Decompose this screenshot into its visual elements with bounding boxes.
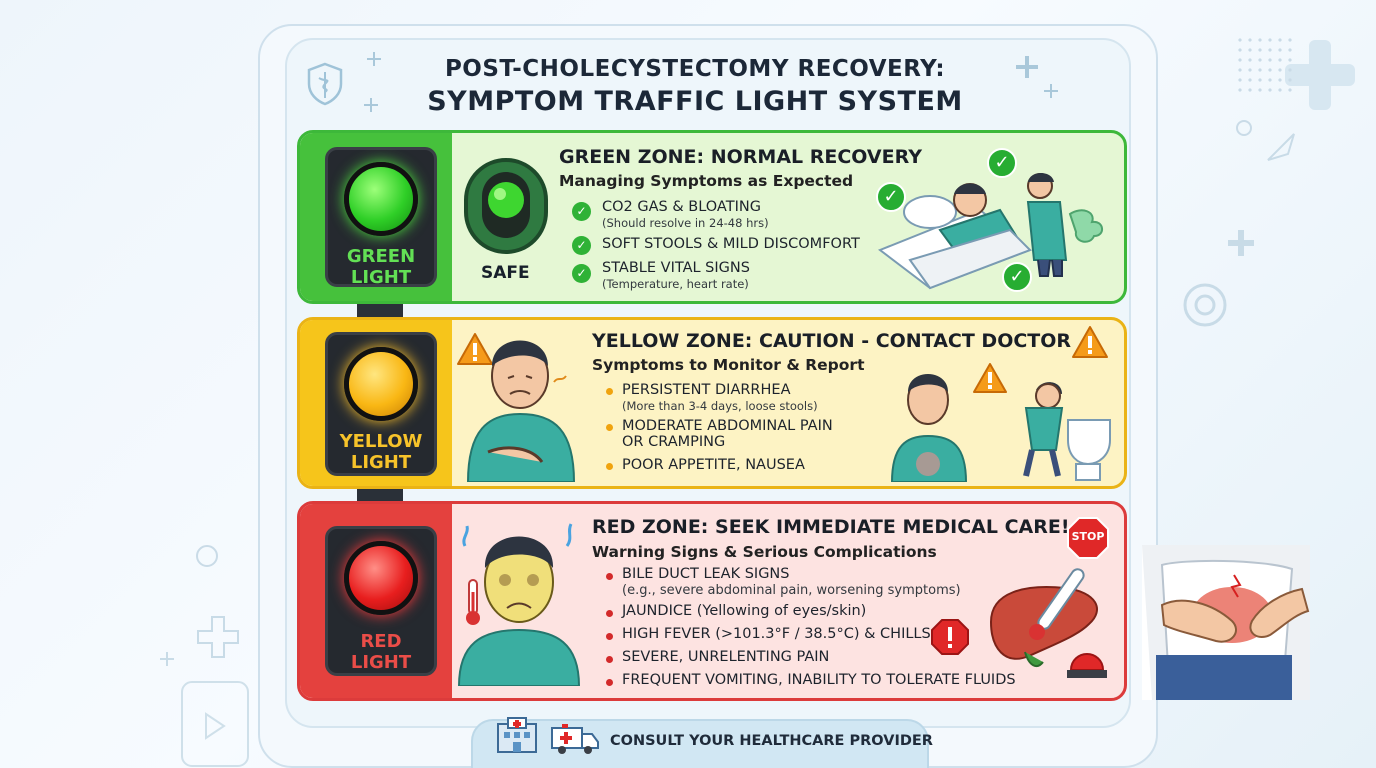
red-item: JAUNDICE (Yellowing of eyes/skin) — [622, 603, 867, 619]
red-item: HIGH FEVER (>101.3°F / 38.5°C) & CHILLS — [622, 626, 931, 642]
check-badge-icon: ✓ — [987, 148, 1017, 178]
bullet-dot — [606, 388, 613, 395]
uncomfortable-patient-illustration — [466, 340, 576, 482]
warning-icon — [973, 363, 1007, 393]
liver-thermometer-illustration — [989, 568, 1107, 678]
ambulance-icon — [551, 724, 599, 754]
red-lamp — [344, 541, 418, 615]
exclamation-octagon-icon — [931, 619, 969, 655]
red-light-label: RED LIGHT — [350, 631, 412, 673]
abdominal-pain-illustration — [1142, 545, 1310, 700]
red-traffic-light: RED LIGHT — [325, 526, 437, 676]
green-traffic-light: GREEN LIGHT — [325, 147, 437, 288]
warning-icon — [1072, 326, 1108, 358]
green-zone-side: GREEN LIGHT — [300, 133, 452, 301]
jaundice-patient-illustration — [457, 523, 581, 686]
footer-banner — [471, 719, 929, 768]
yellow-traffic-light: YELLOW LIGHT — [325, 332, 437, 476]
footer-text: CONSULT YOUR HEALTHCARE PROVIDER — [610, 733, 933, 749]
yellow-zone-panel: YELLOW LIGHT — [297, 317, 1127, 489]
green-item: SOFT STOOLS & MILD DISCOMFORT — [602, 236, 860, 252]
warning-icon — [457, 333, 493, 365]
bullet-dot — [606, 656, 613, 663]
yellow-zone-title: YELLOW ZONE: CAUTION - CONTACT DOCTOR — [592, 330, 1072, 352]
check-icon: ✓ — [572, 264, 591, 283]
yellow-zone-side: YELLOW LIGHT — [300, 320, 452, 486]
caduceus-shield-icon — [307, 62, 343, 106]
decorative-circle — [1236, 120, 1252, 136]
page-title: POST-CHOLECYSTECTOMY RECOVERY: SYMPTOM T… — [300, 56, 1090, 117]
decorative-plus-icon — [160, 652, 174, 666]
decorative-plus-icon — [1228, 230, 1254, 256]
decorative-dot-grid — [1235, 35, 1295, 95]
decorative-plus-icon — [1044, 84, 1058, 98]
red-zone-side: RED LIGHT — [300, 504, 452, 698]
green-item: CO2 GAS & BLOATING (Should resolve in 24… — [602, 199, 769, 230]
yellow-item: POOR APPETITE, NAUSEA — [622, 457, 805, 473]
green-lamp — [344, 162, 418, 236]
check-icon: ✓ — [572, 236, 591, 255]
bullet-dot — [606, 463, 613, 470]
green-item: STABLE VITAL SIGNS (Temperature, heart r… — [602, 260, 750, 291]
green-light-label: GREEN LIGHT — [346, 246, 416, 288]
decorative-plus-icon — [367, 52, 381, 66]
stop-sign-icon: STOP — [1066, 516, 1110, 560]
decorative-plus-icon — [1285, 40, 1355, 110]
red-zone-title: RED ZONE: SEEK IMMEDIATE MEDICAL CARE! — [592, 516, 1070, 538]
yellow-item: PERSISTENT DIARRHEA (More than 3-4 days,… — [622, 382, 818, 413]
decorative-pill-icon — [1183, 283, 1227, 327]
traffic-light-pole — [357, 303, 403, 319]
decorative-plus-icon — [1016, 56, 1038, 78]
bullet-dot — [606, 679, 613, 686]
traffic-light-pole — [357, 488, 403, 503]
nauseous-patient-illustration — [890, 374, 1111, 482]
bullet-dot — [606, 633, 613, 640]
decorative-circle — [196, 545, 218, 567]
bullet-dot — [606, 573, 613, 580]
green-zone-title: GREEN ZONE: NORMAL RECOVERY — [559, 146, 922, 168]
resting-patient-illustration — [877, 173, 1103, 290]
red-item: FREQUENT VOMITING, INABILITY TO TOLERATE… — [622, 672, 1016, 688]
hospital-icon — [497, 717, 537, 753]
yellow-item: MODERATE ABDOMINAL PAIN OR CRAMPING — [622, 418, 833, 450]
decorative-play-icon — [181, 681, 249, 767]
green-zone-subtitle: Managing Symptoms as Expected — [559, 172, 854, 190]
red-item: SEVERE, UNRELENTING PAIN — [622, 649, 830, 665]
red-item: BILE DUCT LEAK SIGNS (e.g., severe abdom… — [622, 566, 961, 598]
red-zone-panel: RED LIGHT — [297, 501, 1127, 701]
decorative-plus-icon — [197, 616, 239, 658]
yellow-light-label: YELLOW LIGHT — [339, 431, 423, 473]
bullet-dot — [606, 610, 613, 617]
check-badge-icon: ✓ — [876, 182, 906, 212]
decorative-arrow-icon — [1267, 133, 1295, 161]
safe-label: SAFE — [481, 263, 530, 283]
yellow-zone-subtitle: Symptoms to Monitor & Report — [592, 356, 865, 374]
red-zone-subtitle: Warning Signs & Serious Complications — [592, 543, 937, 561]
title-line-1: POST-CHOLECYSTECTOMY RECOVERY: — [444, 56, 946, 82]
yellow-lamp — [344, 347, 418, 421]
safe-signal-icon — [464, 158, 548, 254]
check-icon: ✓ — [572, 202, 591, 221]
decorative-plus-icon — [364, 98, 378, 112]
check-badge-icon: ✓ — [1002, 262, 1032, 292]
thermometer-icon — [466, 579, 480, 625]
title-line-2: SYMPTOM TRAFFIC LIGHT SYSTEM — [427, 86, 963, 117]
bullet-dot — [606, 424, 613, 431]
